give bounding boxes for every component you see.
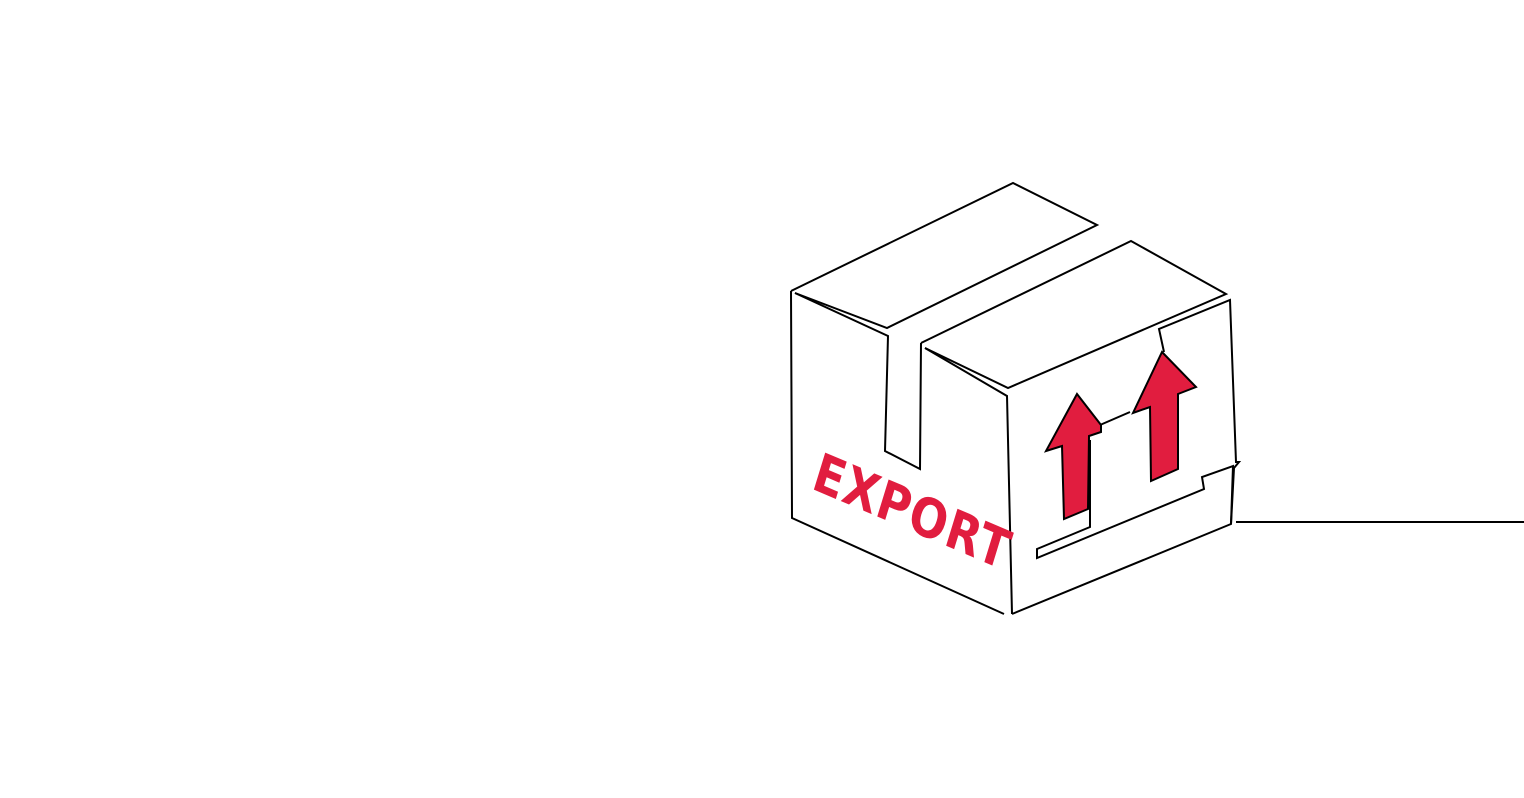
- arrow-up-icon: [1131, 350, 1198, 483]
- box-right-flap: [920, 239, 1229, 390]
- box-front-face: [790, 290, 1005, 615]
- box-label: EXPORT: [806, 441, 1018, 583]
- arrow-up-icon: [1043, 392, 1102, 521]
- box-right-face-top: [1099, 411, 1131, 426]
- box-front-edge: [924, 347, 1013, 615]
- box-right-face-inner: [1036, 440, 1235, 560]
- box-left-flap: [790, 181, 1100, 330]
- box-right-face: [1011, 298, 1242, 615]
- cardboard-box-icon: [790, 181, 1242, 615]
- box-tape: [794, 292, 922, 471]
